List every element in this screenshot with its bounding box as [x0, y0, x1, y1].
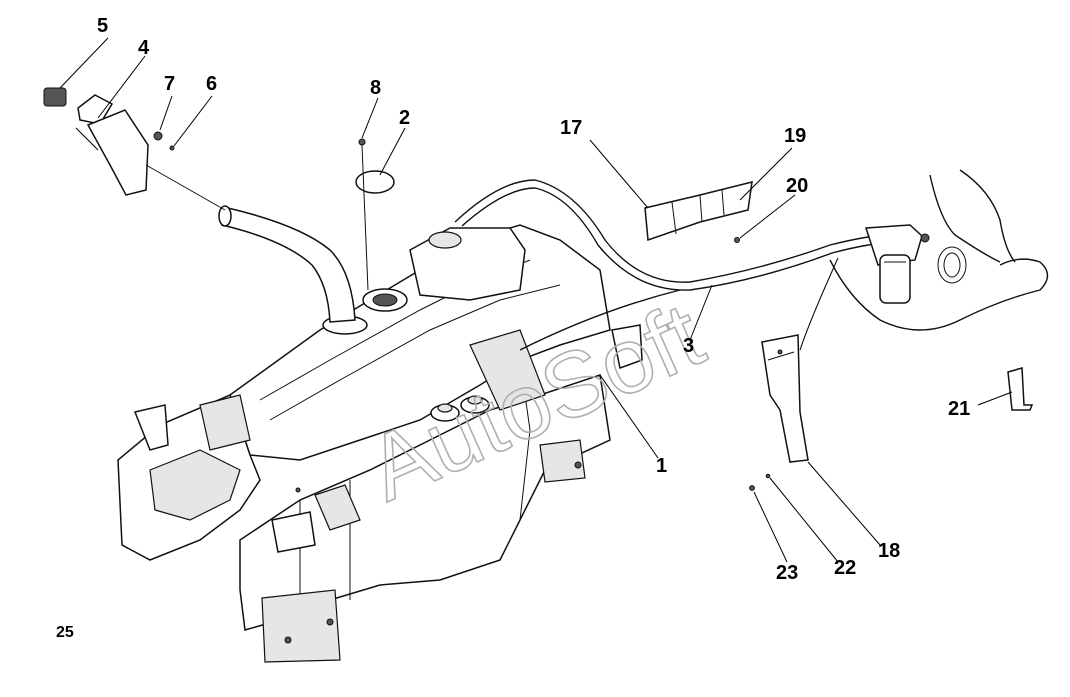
callout-1: 1 — [656, 455, 667, 477]
callout-5: 5 — [97, 15, 108, 37]
callout-4: 4 — [138, 37, 150, 59]
callout-labels: 5 4 7 6 8 2 17 19 20 3 1 21 18 22 23 — [97, 15, 970, 584]
callout-leaders — [59, 37, 1013, 563]
callout-20: 20 — [786, 175, 808, 197]
filler-neck-assembly — [43, 87, 226, 211]
fuel-tank — [117, 224, 643, 663]
line-bracket — [1007, 367, 1034, 411]
heat-shield — [644, 181, 753, 243]
callout-22: 22 — [834, 557, 856, 579]
callout-8: 8 — [370, 77, 381, 99]
callout-3: 3 — [683, 335, 694, 357]
filler-pipe — [218, 205, 356, 323]
callout-7: 7 — [164, 73, 175, 95]
callout-18: 18 — [878, 540, 900, 562]
fuel-lines — [454, 169, 1049, 351]
fuel-filter-assembly — [864, 224, 930, 304]
filter-bracket — [749, 257, 839, 491]
callout-6: 6 — [206, 73, 217, 95]
callout-23: 23 — [776, 562, 798, 584]
sender-gasket — [355, 138, 395, 291]
callout-17: 17 — [560, 117, 582, 139]
callout-2: 2 — [399, 107, 410, 129]
callout-19: 19 — [784, 125, 806, 147]
page-number: 25 — [56, 624, 74, 641]
callout-21: 21 — [948, 398, 970, 420]
